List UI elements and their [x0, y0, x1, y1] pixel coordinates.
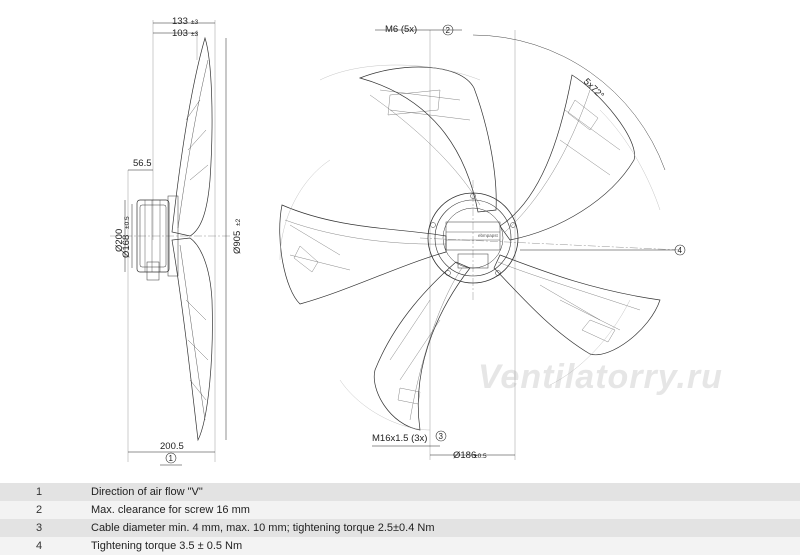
- blade-left: [279, 204, 447, 305]
- blade-side-upper: [171, 36, 213, 237]
- blade-lower-right: [493, 254, 661, 356]
- dim-103-tol: ±3: [191, 31, 199, 38]
- dim-d905: Ø905: [232, 231, 243, 254]
- callout-2: 2: [446, 26, 451, 35]
- hub-brand-text: ebmpapst: [478, 233, 499, 238]
- dim-200-5: 200.5: [160, 441, 184, 452]
- hub-plate: [167, 195, 179, 277]
- label-m6: M6 (5x): [385, 24, 417, 35]
- angle-label: 5x72°: [581, 76, 606, 101]
- legend-num: 3: [36, 522, 43, 534]
- callout-4-circle: [674, 244, 686, 256]
- legend-text: Tightening torque 3.5 ± 0.5 Nm: [91, 540, 243, 552]
- hub-bolts: [430, 193, 516, 276]
- legend-num: 1: [36, 486, 43, 498]
- blade-upper-right: [499, 74, 635, 241]
- impeller-blades: [279, 66, 661, 431]
- legend-text: Direction of air flow "V": [91, 486, 203, 498]
- legend-row: 4 Tightening torque 3.5 ± 0.5 Nm: [0, 537, 800, 555]
- callout-2-circle: [442, 24, 454, 36]
- technical-drawing: Ventilatorry.ru 133 ±3: [110, 16, 723, 466]
- callout-3-circle: [435, 430, 447, 442]
- callout-4: 4: [678, 246, 683, 255]
- front-view: [279, 24, 686, 460]
- blade-bottom: [373, 261, 471, 431]
- hub-label-plate: [445, 221, 501, 251]
- dim-56-5: 56.5: [133, 158, 152, 169]
- terminal-box-front: [457, 253, 489, 269]
- dim-d186-tol: ±0.5: [474, 453, 487, 460]
- legend-row: 2 Max. clearance for screw 16 mm: [0, 501, 800, 519]
- callout-3: 3: [439, 432, 444, 441]
- legend-num: 4: [36, 540, 43, 552]
- hub-outer: [427, 192, 519, 284]
- dim-d168-tol: ±0.5: [124, 216, 131, 229]
- legend-row: 1 Direction of air flow "V": [0, 483, 800, 501]
- legend-text: Cable diameter min. 4 mm, max. 10 mm; ti…: [91, 522, 435, 534]
- dim-d168: Ø168: [121, 235, 132, 258]
- angle-arc: [472, 34, 666, 171]
- blade-side-lower: [171, 237, 213, 442]
- legend-table: 1 Direction of air flow "V" 2 Max. clear…: [0, 483, 800, 555]
- watermark-text: Ventilatorry.ru: [478, 358, 723, 396]
- dim-133-tol: ±3: [191, 19, 199, 26]
- dim-d200: Ø200: [114, 229, 125, 252]
- callout-1: 1: [169, 454, 174, 463]
- legend-row: 3 Cable diameter min. 4 mm, max. 10 mm; …: [0, 519, 800, 537]
- dim-133: 133: [172, 16, 188, 27]
- legend-text: Max. clearance for screw 16 mm: [91, 504, 250, 516]
- side-view: [110, 20, 230, 466]
- hub-ring: [434, 199, 512, 277]
- motor-housing: [136, 199, 170, 273]
- legend-num: 2: [36, 504, 43, 516]
- terminal-box: [146, 261, 160, 281]
- dim-103: 103: [172, 28, 188, 39]
- label-m16: M16x1.5 (3x): [372, 433, 427, 444]
- dim-d905-tol: ±2: [235, 218, 242, 226]
- dim-d186: Ø186: [453, 450, 476, 461]
- blade-top: [358, 66, 497, 213]
